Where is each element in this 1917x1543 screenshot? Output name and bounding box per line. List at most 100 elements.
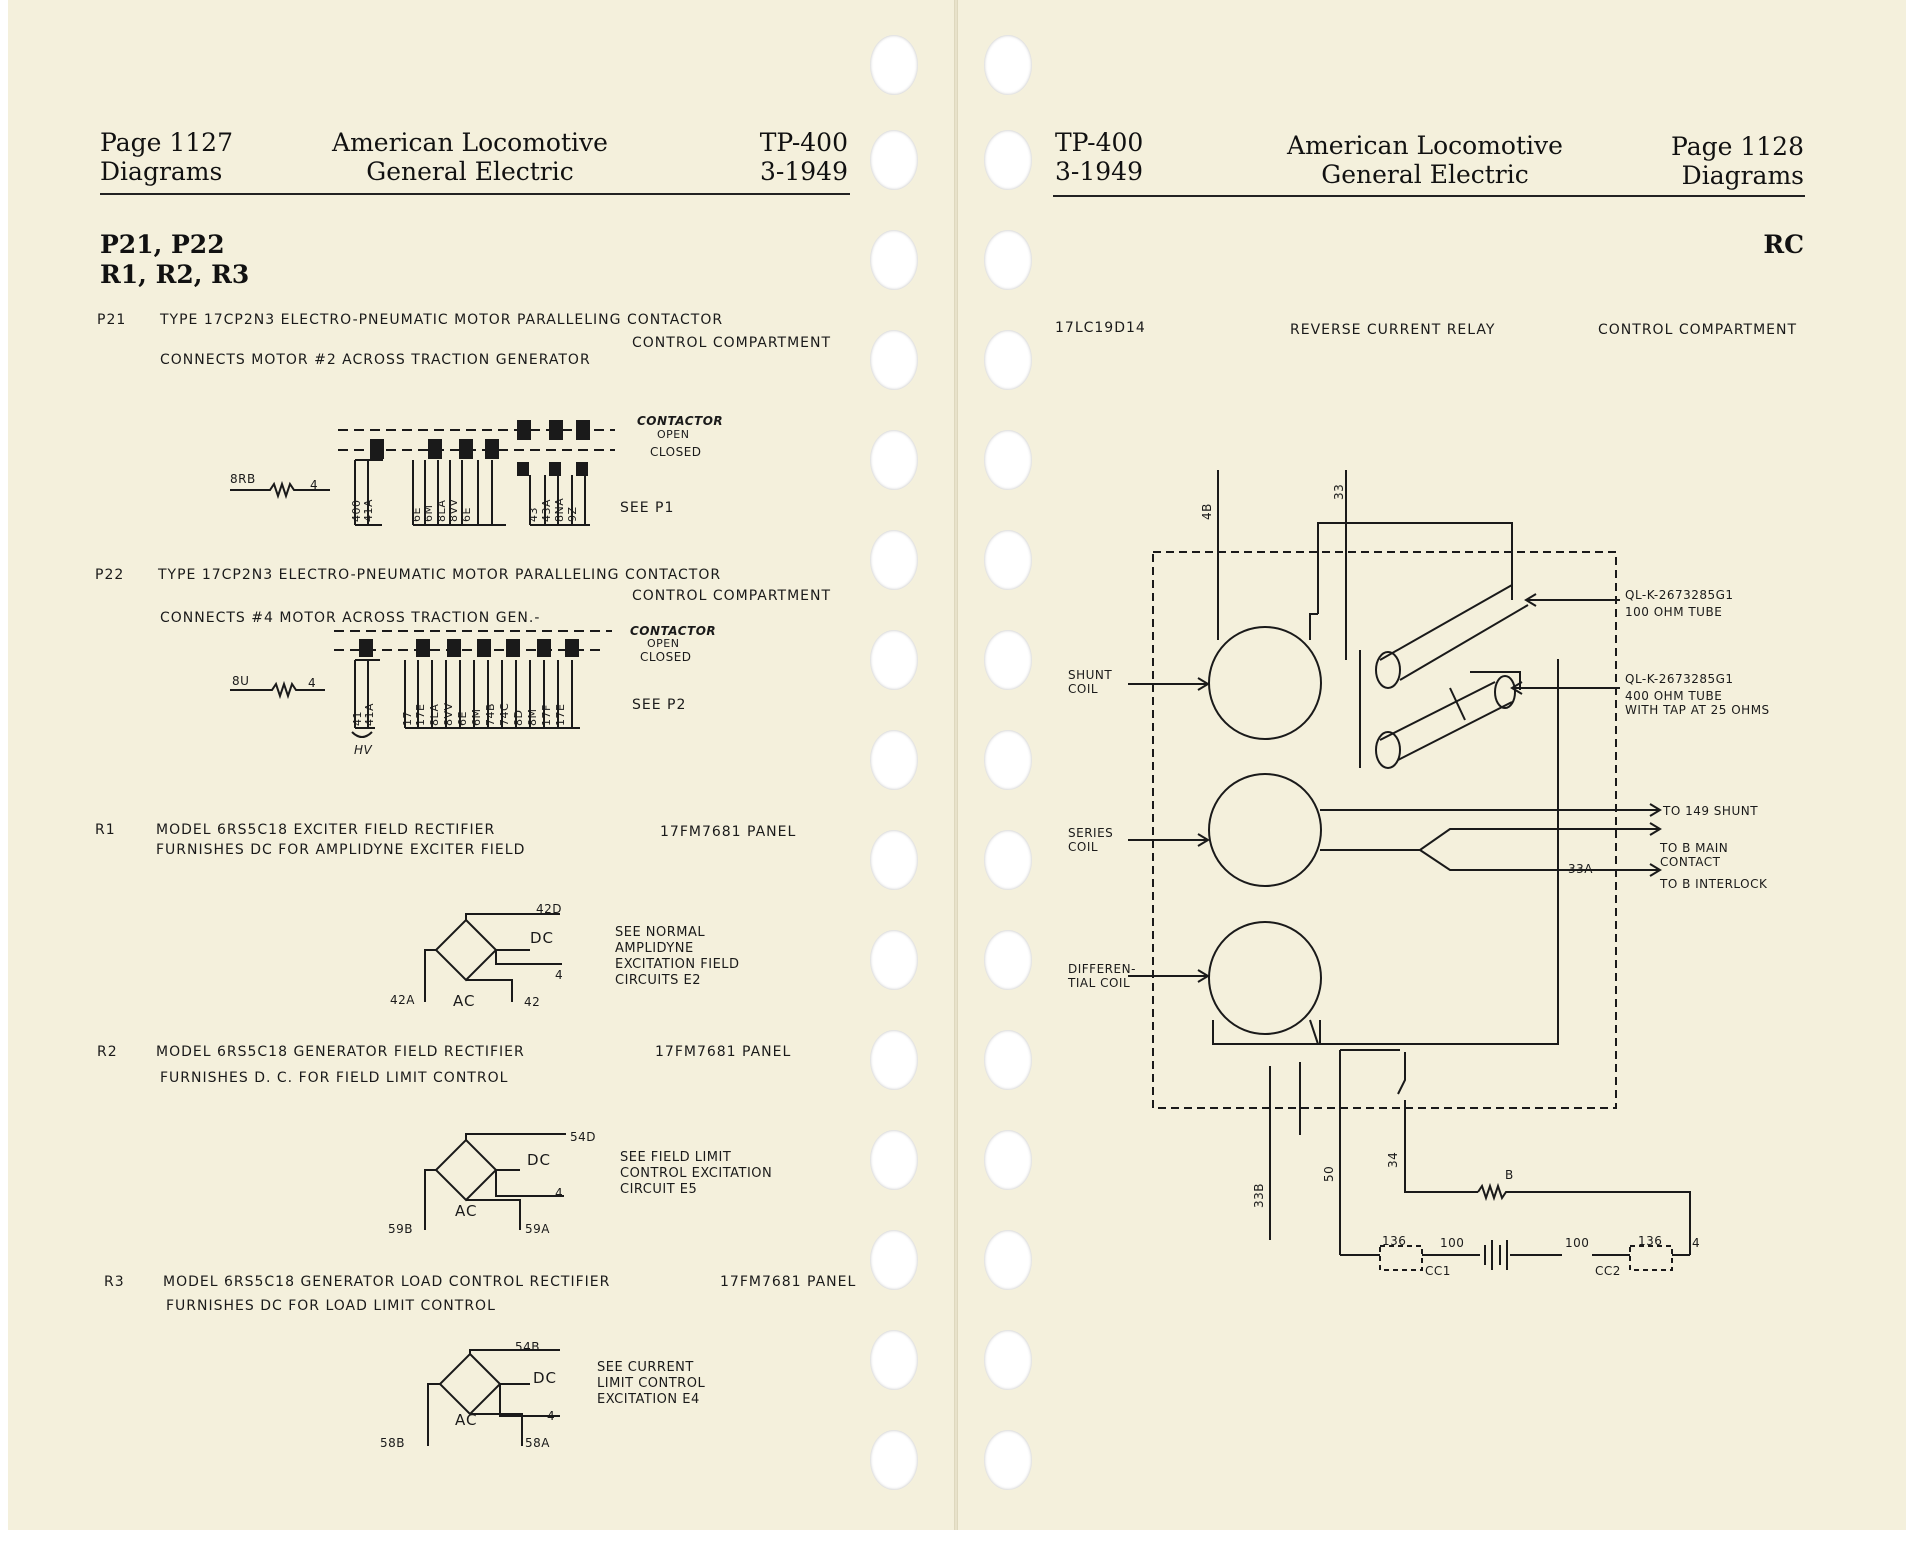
wire [495,1170,564,1197]
label-line: COIL [1068,682,1099,696]
wire-label: 8RB [230,472,256,486]
contact-block [565,639,579,657]
wire-label: 8M [526,708,539,727]
item-location: CONTROL COMPARTMENT [632,588,832,604]
tube-tap [1449,687,1466,721]
wire-label: B [1505,1168,1514,1182]
company-name: American Locomotive General Electric [300,128,640,186]
wire-label: 43 [527,507,540,522]
section-line: R1, R2, R3 [100,260,250,289]
state-label: CLOSED [640,650,692,664]
arrow-icon [1128,833,1210,847]
header-line: American Locomotive [1287,131,1563,160]
left-page [8,0,956,1530]
page-fold [954,0,958,1530]
item-title: MODEL 6RS5C18 GENERATOR FIELD RECTIFIER [156,1044,525,1060]
wire-label: 41A [362,498,375,522]
wire [404,660,573,728]
contact-block [370,439,384,459]
page-number: Page 1128 Diagrams [1640,132,1804,190]
label-line: TIAL COIL [1068,976,1131,990]
wire-label: 8NA [553,497,566,522]
wire-label: 74B [484,702,497,726]
tube-label: QL-K-2673285G1 100 OHM TUBE [1625,588,1734,619]
contact-block [576,420,590,440]
right-page [956,0,1906,1530]
contact-136-cc2 [1629,1245,1673,1271]
arrow-icon [1649,863,1662,877]
item-title: TYPE 17CP2N3 ELECTRO-PNEUMATIC MOTOR PAR… [158,567,722,583]
item-title: MODEL 6RS5C18 GENERATOR LOAD CONTROL REC… [163,1274,611,1290]
item-panel: 17FM7681 PANEL [660,824,797,840]
ac-label: AC [453,992,476,1010]
wire-label: 4 [308,676,317,690]
arrow-icon [1510,681,1620,695]
binder-hole [870,230,918,290]
binder-hole [984,1230,1032,1290]
r3-bridge-rectifier [427,1349,560,1446]
header-line: Diagrams [1681,161,1804,190]
wire [1317,522,1513,614]
see-line: EXCITATION FIELD [615,957,740,972]
page-number: Page 1127 Diagrams [100,128,233,186]
dc-label: DC [527,1151,552,1169]
wire-label: 50 [1322,1165,1336,1182]
header-line: General Electric [1321,160,1529,189]
bridge-diamond [434,918,498,982]
label-line: SERIES [1068,826,1114,840]
contact-label: 136 [1382,1234,1407,1248]
wire [354,459,383,525]
connection-label: TO B MAIN CONTACT [1660,841,1728,869]
wire-label: 33 [1332,483,1346,500]
binder-hole [984,130,1032,190]
binder-hole [870,1030,918,1090]
wire-label: 34 [1386,1151,1400,1168]
header-line: American Locomotive [332,128,608,157]
contact-block [549,462,561,476]
see-line: CIRCUIT E5 [620,1182,698,1197]
binder-hole [870,530,918,590]
item-location: CONTROL COMPARTMENT [632,335,832,351]
see-reference: SEE CURRENT LIMIT CONTROL EXCITATION E4 [597,1360,705,1408]
see-line: SEE CURRENT [597,1360,694,1375]
bridge-diamond [434,1138,498,1202]
contact-block [517,462,529,476]
connection-label: TO 149 SHUNT [1663,804,1759,818]
binder-hole [870,35,918,95]
wire-label: 8U [232,674,250,688]
diagram-title: REVERSE CURRENT RELAY [1290,322,1496,338]
binder-hole [870,330,918,390]
binder-hole [870,930,918,990]
see-line: SEE FIELD LIMIT [620,1150,732,1165]
tube-end [1494,675,1516,709]
contact-block [537,639,551,657]
binder-hole [984,1330,1032,1390]
item-description: CONNECTS #4 MOTOR ACROSS TRACTION GEN.- [160,610,541,626]
wire-label: 4 [310,478,319,492]
item-panel: 17FM7681 PANEL [720,1274,857,1290]
see-line: CIRCUITS E2 [615,973,702,988]
header-line: 3-1949 [760,157,848,186]
item-code: R1 [95,822,116,838]
wire [427,1383,440,1446]
contact-136-cc1 [1379,1245,1423,1271]
differential-coil [1208,921,1322,1035]
wire [466,1199,521,1230]
wire [424,1169,436,1230]
wire-label: 6E [456,711,469,726]
p21-contactor [230,420,615,526]
state-label: OPEN [657,428,690,441]
label-line: TO B MAIN [1660,841,1729,855]
binder-hole [870,1430,918,1490]
see-reference: SEE P2 [632,697,687,713]
item-title: TYPE 17CP2N3 ELECTRO-PNEUMATIC MOTOR PAR… [160,312,724,328]
header-line: General Electric [366,157,574,186]
shunt-coil [1208,626,1322,740]
wire-label: 17 [401,711,414,726]
wire-label: 4 [1692,1236,1701,1250]
item-panel: 17FM7681 PANEL [655,1044,792,1060]
header-line: Diagrams [100,157,223,186]
binder-hole [984,1430,1032,1490]
label-line: 400 OHM TUBE [1625,689,1723,703]
binder-hole [984,930,1032,990]
